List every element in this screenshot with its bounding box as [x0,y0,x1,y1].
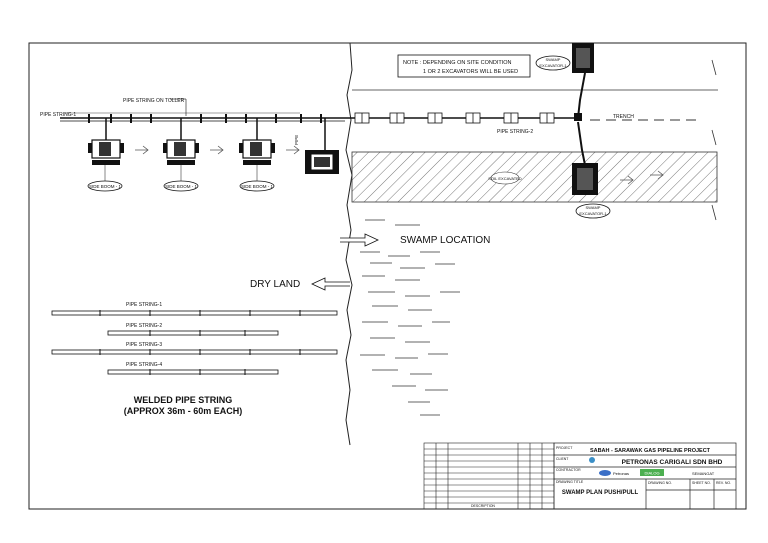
note-box [397,54,531,78]
revision-description-header: DESCRIPTION [471,504,495,508]
client-name: PETRONAS CARIGALI SDN BHD [622,459,723,466]
pipe-string-on-roller-label: PIPE STRING ON TOLLER [123,98,185,104]
pipe-rollers [88,114,322,123]
soil-excavated-area [351,151,718,203]
side-boom-label: SIDE BOOM - 1 [241,184,274,189]
note-line-1: NOTE : DEPENDING ON SITE CONDITION [403,60,512,66]
pipe-string-3-label: PIPE STRING-3 [126,342,162,348]
sheet-border [28,42,747,510]
field-drawing-no: DRAWING NO. [648,481,672,485]
revision-table [423,442,555,510]
svg-text:SWAMP: SWAMP [586,205,601,210]
field-client: CLIENT [556,457,569,461]
field-sheet-no: SHEET NO. [692,481,711,485]
dry-land-label: DRY LAND [250,279,300,290]
contractor-2: DIALOG [644,471,659,476]
svg-text:EXCAVATOR-1: EXCAVATOR-1 [579,211,607,216]
side-boom-label: SIDE BOOM - 1 [165,184,198,189]
swamp-water-pattern [360,219,460,416]
swamp-excavator-bottom: SWAMP EXCAVATOR-1 [572,121,611,219]
dry-land-arrow [311,277,350,291]
soil-excavated-label: SOIL EXCAVATED [488,176,522,181]
welded-title-line-2: (APPROX 36m - 60m EACH) [124,406,243,416]
swamp-arrow [340,233,379,247]
pipe-string-left-label: PIPE STRING-1 [40,112,76,118]
trench-label: TRENCH [613,114,634,120]
swamp-excavator-top: SWAMP EXCAVATOR-1 [535,43,594,121]
side-boom-2: SIDE BOOM - 1 [163,118,199,192]
swamp-excavator-left: PIPE [294,118,339,174]
pipe-string-4-label: PIPE STRING-4 [126,362,162,368]
note-line-2: 1 OR 2 EXCAVATORS WILL BE USED [423,69,518,75]
contractor-logo-icon [599,470,611,476]
welded-pipe-strings: PIPE STRING-1 PIPE STRING-2 PIPE STRING-… [51,302,338,375]
swamp-location-label: SWAMP LOCATION [400,235,490,246]
welded-title-line-1: WELDED PIPE STRING [134,395,233,405]
pipe-string-2-label: PIPE STRING-2 [126,323,162,329]
petronas-logo-icon [589,457,595,463]
direction-arrows [135,145,664,185]
field-project: PROJECT [556,446,573,450]
field-contractor: CONTRACTOR [556,468,581,472]
project-name: SABAH - SARAWAK GAS PIPELINE PROJECT [590,448,711,454]
pipe-string-right-label: PIPE STRING-2 [497,129,533,135]
field-drawing-title: DRAWING TITLE [556,480,584,484]
side-boom-label: SIDE BOOM - 1 [89,184,122,189]
land-boundary [345,42,353,446]
contractor-3: SEMANGAT [692,471,715,476]
svg-text:PIPE: PIPE [294,135,299,145]
pipe-sections-swamp [354,112,555,124]
svg-text:EXCAVATOR-1: EXCAVATOR-1 [539,63,567,68]
pipe-string-1-label: PIPE STRING-1 [126,302,162,308]
svg-text:SWAMP: SWAMP [546,57,561,62]
side-boom-1: SIDE BOOM - 1 [87,118,124,192]
contractor-1: Petronas [613,471,629,476]
side-boom-3: SIDE BOOM - 1 [239,118,275,192]
contractor-2-badge [640,469,664,476]
title-block [553,442,737,510]
field-rev-no: REV. NO. [716,481,731,485]
drawing-title: SWAMP PLAN PUSH/PULL [562,490,639,496]
